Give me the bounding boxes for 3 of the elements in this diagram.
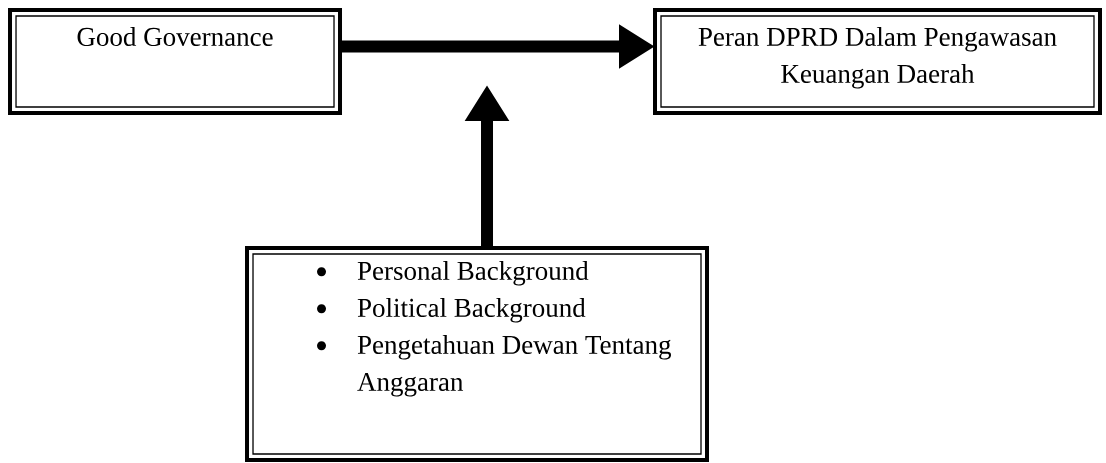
list-box: Personal Background Political Background Pengetahuan Dewan Tentang Anggaran	[245, 246, 709, 462]
process-box: Good Governance	[8, 8, 342, 115]
process-box: Peran DPRD Dalam Pengawasan Keuangan Daerah	[653, 8, 1102, 115]
